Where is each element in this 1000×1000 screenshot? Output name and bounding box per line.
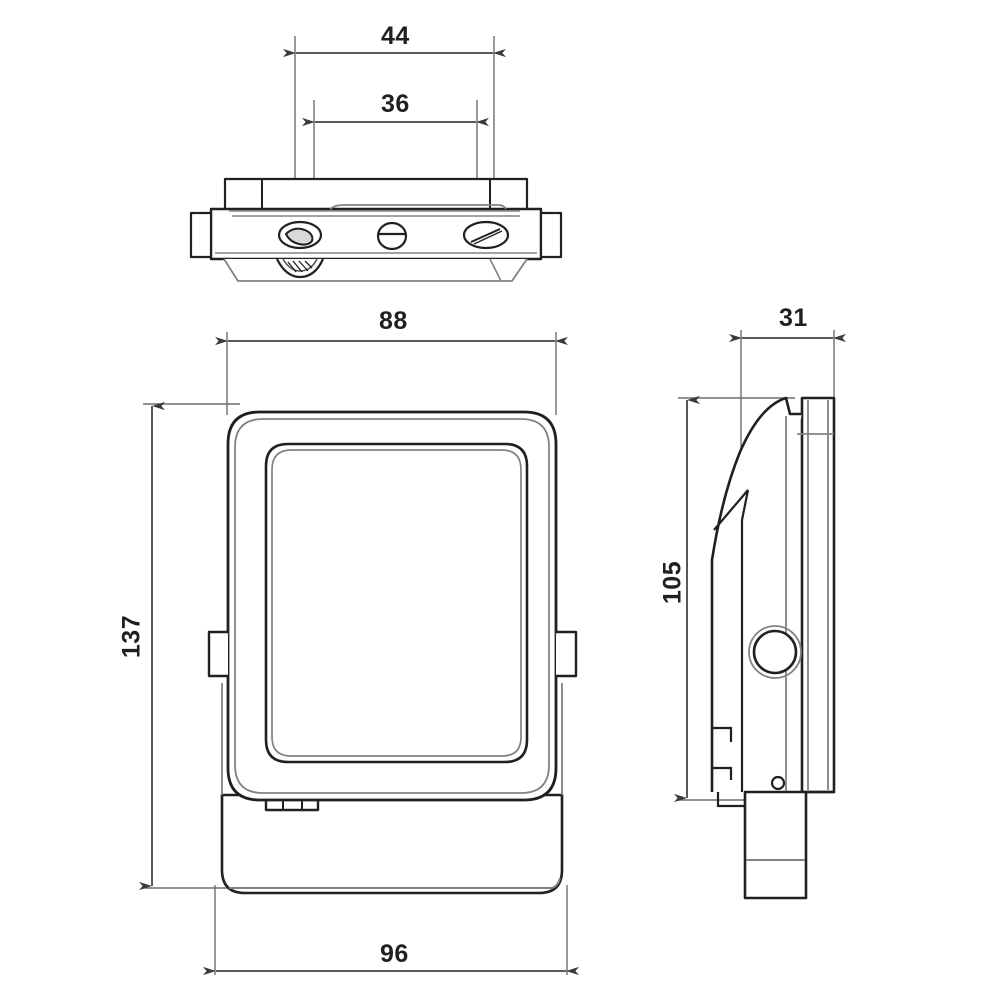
side-view-front-plate-seams [807, 400, 829, 790]
top-view-fastener-center [376, 221, 408, 251]
front-view-back-box-shadow [229, 877, 561, 889]
side-view-rib-b [713, 489, 749, 531]
dimension-label-31: 31 [779, 304, 808, 332]
top-view-front-skirt [223, 258, 528, 282]
top-view-skirt-seam [489, 258, 502, 282]
front-view-group [139, 332, 579, 976]
dimension-label-96: 96 [380, 940, 409, 968]
front-view-left-tab [207, 630, 228, 678]
top-view-fastener-right [462, 220, 510, 250]
dimension-label-36: 36 [381, 90, 410, 118]
side-view-pivot-boss [748, 625, 802, 679]
side-view-bracket-notch-lower [712, 766, 733, 780]
side-view-rib-a [740, 489, 750, 792]
top-view-right-lug [539, 211, 563, 259]
front-view-96-witness-lines [214, 885, 568, 975]
front-view-lens-inner-offset [271, 449, 522, 757]
front-view-back-box [220, 793, 564, 895]
side-view-bracket-hole [770, 775, 786, 791]
top-view-rail [329, 204, 507, 210]
top-view-fastener-left [277, 220, 323, 250]
top-view-slab-endcaps [261, 179, 491, 212]
front-view-right-tab [556, 630, 578, 678]
front-view-rear-box-edges [221, 683, 563, 795]
top-view-bracket-knuckle [276, 258, 325, 279]
top-view-bracket-knuckle-inner [282, 258, 318, 272]
top-view-seam-lines [215, 210, 537, 254]
dimension-label-44: 44 [381, 22, 410, 50]
side-view-heatsink-profile [710, 396, 802, 792]
dimension-label-88: 88 [379, 307, 408, 335]
top-view-group [189, 36, 563, 282]
top-view-44-witness-lines [294, 36, 495, 180]
side-view-group [674, 330, 846, 900]
side-view-front-plate [800, 396, 836, 794]
front-view-lens-outline [264, 442, 529, 764]
front-view-housing-inner-offset [234, 418, 550, 794]
top-view-left-lug [189, 211, 213, 259]
top-view-36-witness-lines [313, 100, 478, 183]
front-view-88-witness-lines [226, 332, 557, 415]
side-view-stem-shoulder [716, 792, 745, 808]
side-view-bottom-stem [743, 790, 808, 900]
dimension-label-105: 105 [658, 560, 687, 605]
top-view-bracket-knuckle-hatch [287, 260, 313, 273]
dimension-label-137: 137 [117, 614, 146, 659]
side-view-bracket-notch-upper [712, 726, 733, 742]
